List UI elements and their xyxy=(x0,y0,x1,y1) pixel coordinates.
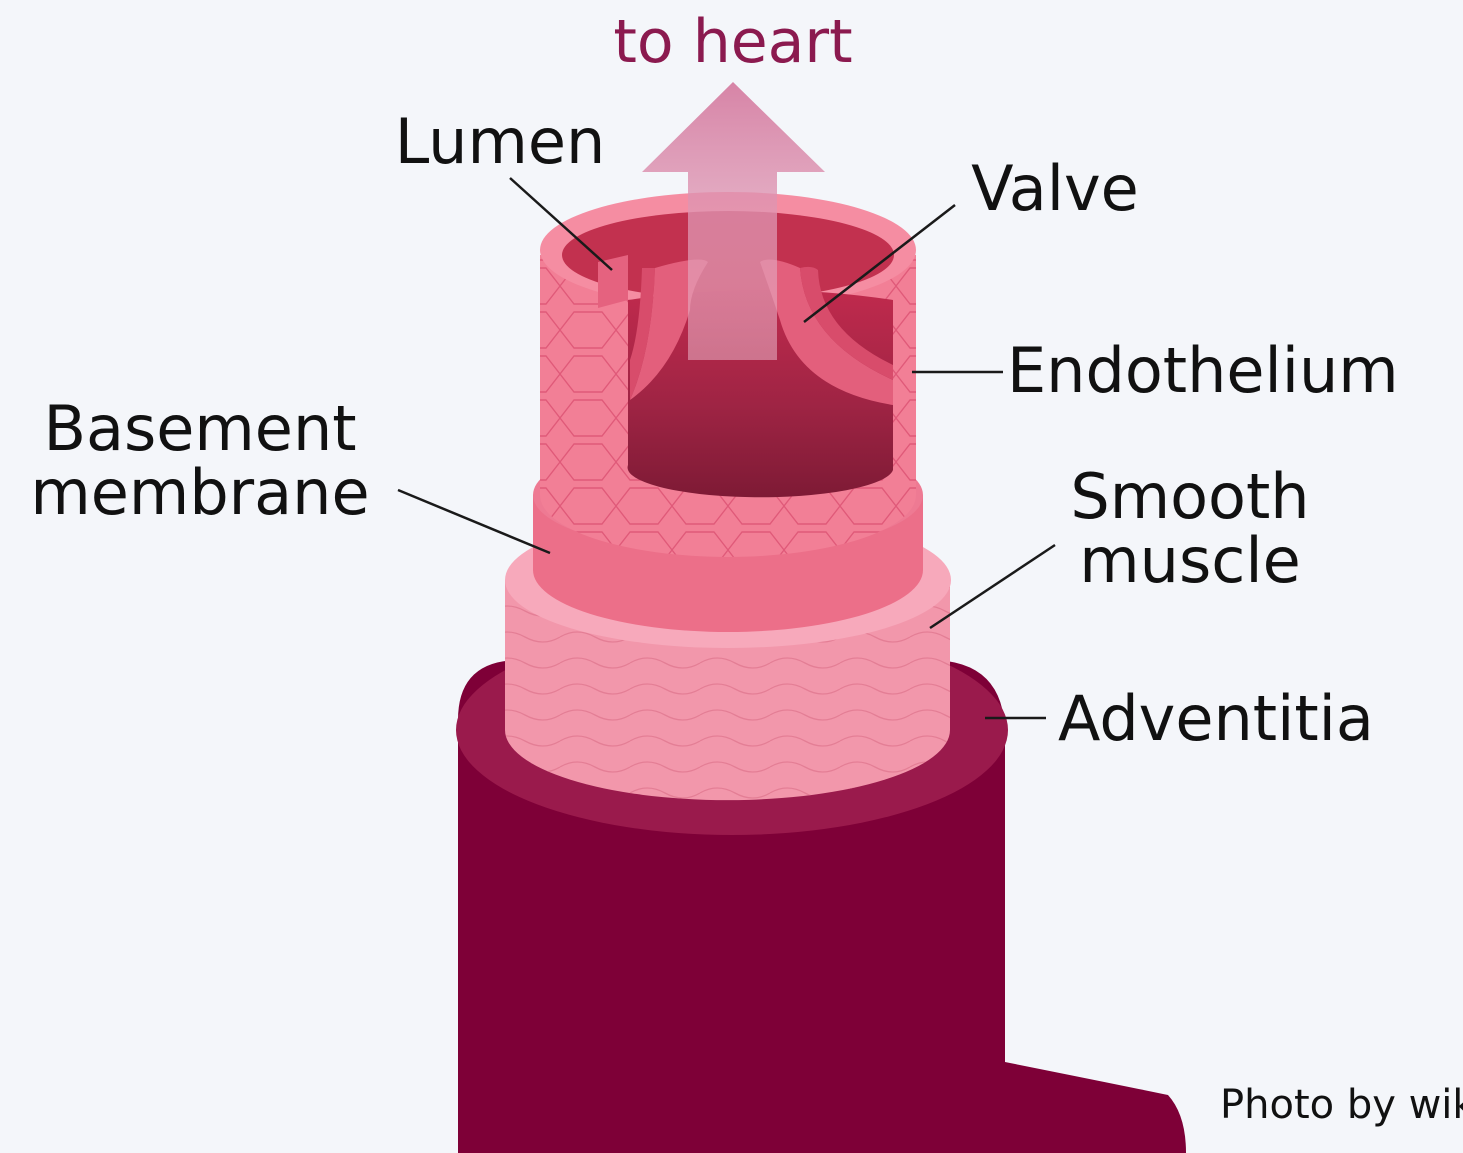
smooth-muscle-label-line2: muscle xyxy=(1079,524,1300,597)
basement-label-line2: membrane xyxy=(30,456,369,529)
direction-label: to heart xyxy=(613,7,852,77)
photo-credit: Photo by wik xyxy=(1220,1082,1463,1128)
valve-label: Valve xyxy=(971,152,1139,225)
adventitia-label: Adventitia xyxy=(1058,682,1374,755)
smooth-muscle-label-line1: Smooth xyxy=(1070,460,1309,533)
basement-leader-line xyxy=(398,490,550,553)
lumen-label: Lumen xyxy=(395,105,606,178)
endothelium-label: Endothelium xyxy=(1007,334,1399,407)
basement-label-line1: Basement xyxy=(43,392,356,465)
